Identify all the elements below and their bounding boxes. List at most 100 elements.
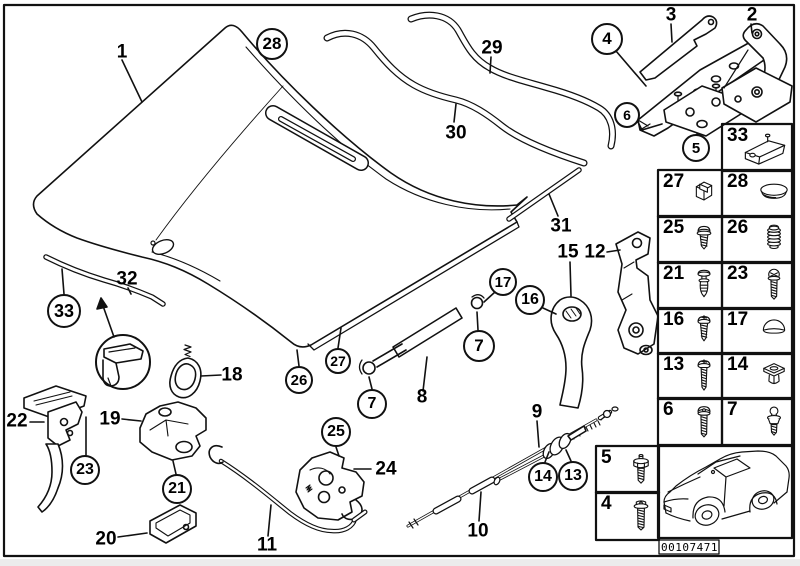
grid-cell-21[interactable]: 21 xyxy=(658,262,722,309)
flange-bolt-icon xyxy=(624,497,658,535)
callout-circled-7[interactable]: 7 xyxy=(357,389,387,419)
callout-2[interactable]: 2 xyxy=(746,4,758,26)
image-number: 00107471 xyxy=(660,540,719,554)
image-number-box xyxy=(658,539,720,555)
callout-22[interactable]: 22 xyxy=(6,410,28,432)
dome-plug-icon xyxy=(757,312,791,350)
callout-29[interactable]: 29 xyxy=(481,37,503,59)
retainer-bracket-icon xyxy=(740,130,790,166)
hood-hook-18 xyxy=(169,344,202,399)
grid-part-number: 21 xyxy=(663,263,685,284)
hood-lock-24 xyxy=(295,451,365,521)
callout-8[interactable]: 8 xyxy=(416,386,428,408)
oval-plug-icon xyxy=(757,175,791,213)
magnifier-arrow xyxy=(96,297,108,310)
grid-part-number: 5 xyxy=(601,447,612,468)
callout-19[interactable]: 19 xyxy=(99,408,121,430)
release-handle-22 xyxy=(23,385,87,513)
callout-3[interactable]: 3 xyxy=(665,4,677,26)
grid-cell-6[interactable]: 6 xyxy=(658,398,722,445)
oval-head-screw-icon xyxy=(757,267,791,305)
grid-part-number: 17 xyxy=(727,309,749,330)
callout-15[interactable]: 15 xyxy=(557,241,579,263)
callout-32[interactable]: 32 xyxy=(116,268,138,290)
grid-part-number: 7 xyxy=(727,399,738,420)
callout-circled-28[interactable]: 28 xyxy=(256,28,288,60)
callout-circled-13[interactable]: 13 xyxy=(558,461,588,491)
grid-cell-14[interactable]: 14 xyxy=(722,353,792,399)
expansion-rivet-icon xyxy=(687,267,721,305)
grid-cell-27[interactable]: 27 xyxy=(658,170,722,217)
grid-cell-25[interactable]: 25 xyxy=(658,216,722,263)
phillips-screw-long-icon xyxy=(687,357,721,395)
grid-cell-5[interactable]: 5 xyxy=(596,446,659,493)
car-sketch-icon xyxy=(663,450,790,526)
grid-part-number: 28 xyxy=(727,171,749,192)
callout-11[interactable]: 11 xyxy=(256,534,278,556)
callout-circled-7[interactable]: 7 xyxy=(463,330,495,362)
scan-edge xyxy=(0,559,800,566)
page-border xyxy=(2,3,796,558)
callout-24[interactable]: 24 xyxy=(375,458,397,480)
grid-cell-17[interactable]: 17 xyxy=(722,308,792,354)
washer-hose-30 xyxy=(323,29,588,167)
grid-part-number: 27 xyxy=(663,171,685,192)
latch-bracket-19 xyxy=(139,401,207,461)
grid-cell-33[interactable]: 33 xyxy=(722,124,792,171)
callout-18[interactable]: 18 xyxy=(221,364,243,386)
grid-part-number: 14 xyxy=(727,354,749,375)
callout-20[interactable]: 20 xyxy=(95,528,117,550)
grid-borders xyxy=(594,122,794,542)
grid-cell-13[interactable]: 13 xyxy=(658,353,722,399)
ball-stud-icon xyxy=(757,403,791,441)
phillips-screw-icon xyxy=(687,312,721,350)
grid-cell-4[interactable]: 4 xyxy=(596,492,659,540)
callout-circled-16[interactable]: 16 xyxy=(515,285,545,315)
grid-part-number: 6 xyxy=(663,399,674,420)
callout-9[interactable]: 9 xyxy=(531,401,543,423)
callout-10[interactable]: 10 xyxy=(467,520,489,542)
release-lever-15 xyxy=(550,296,593,409)
grid-cell-23[interactable]: 23 xyxy=(722,262,792,309)
car-thumbnail xyxy=(656,444,794,540)
callout-circled-26[interactable]: 26 xyxy=(285,366,313,394)
callout-circled-27[interactable]: 27 xyxy=(325,348,351,374)
callout-circled-4[interactable]: 4 xyxy=(591,23,623,55)
expanding-clip-icon xyxy=(687,175,721,213)
grid-part-number: 13 xyxy=(663,354,685,375)
callout-circled-6[interactable]: 6 xyxy=(614,102,640,128)
mount-bracket-12 xyxy=(615,231,659,356)
grid-part-number: 16 xyxy=(663,309,685,330)
callout-circled-25[interactable]: 25 xyxy=(321,417,351,447)
grid-cell-7[interactable]: 7 xyxy=(722,398,792,445)
callout-circled-21[interactable]: 21 xyxy=(162,474,192,504)
callout-circled-33[interactable]: 33 xyxy=(47,294,81,328)
callout-circled-5[interactable]: 5 xyxy=(682,134,710,162)
callout-30[interactable]: 30 xyxy=(445,122,467,144)
detail-magnifier xyxy=(95,297,151,390)
grid-cell-16[interactable]: 16 xyxy=(658,308,722,354)
grid-cell-28[interactable]: 28 xyxy=(722,170,792,217)
pan-head-screw-icon xyxy=(687,221,721,259)
grid-part-number: 33 xyxy=(727,125,749,146)
grid-part-number: 4 xyxy=(601,493,612,514)
callout-circled-17[interactable]: 17 xyxy=(489,268,517,296)
grid-part-number: 25 xyxy=(663,217,685,238)
leader-lines xyxy=(29,23,753,538)
torx-screw-icon xyxy=(687,403,721,441)
callout-circled-23[interactable]: 23 xyxy=(70,455,100,485)
grid-part-number: 26 xyxy=(727,217,749,238)
bracket-20 xyxy=(149,504,197,544)
callout-1[interactable]: 1 xyxy=(116,41,128,63)
callout-12[interactable]: 12 xyxy=(584,241,606,263)
gas-strut-8 xyxy=(358,294,485,375)
edge-seal-31 xyxy=(506,167,582,222)
release-cable-9 xyxy=(493,409,612,486)
callout-31[interactable]: 31 xyxy=(550,215,572,237)
grid-cell-26[interactable]: 26 xyxy=(722,216,792,263)
hood-panel xyxy=(32,24,528,351)
callout-circled-14[interactable]: 14 xyxy=(528,462,558,492)
image-number-text: 00107471 xyxy=(661,540,718,554)
